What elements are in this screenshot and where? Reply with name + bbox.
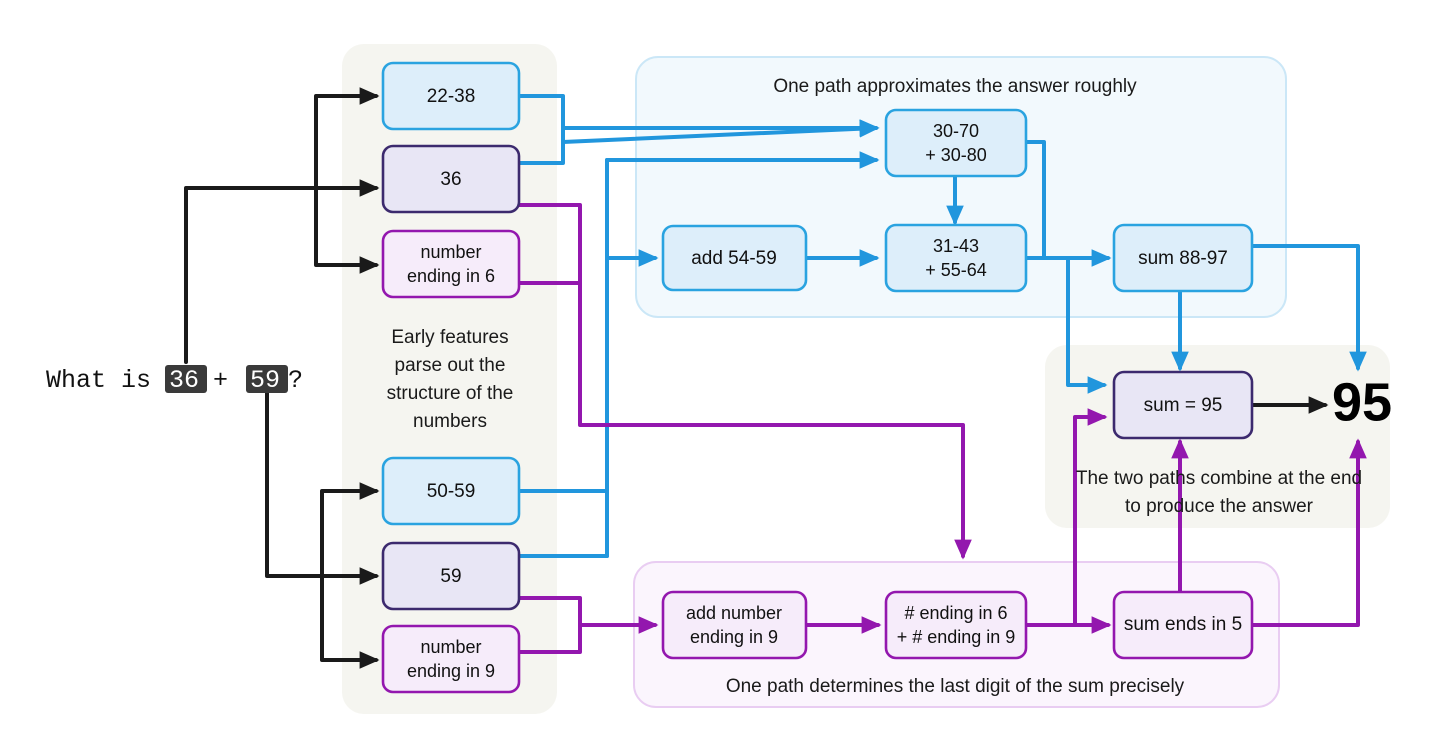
edge-59-to-50-59 (320, 482, 380, 578)
prompt-token-b: 59 (250, 366, 280, 395)
prompt-prefix: What is (46, 366, 151, 395)
node-feature-50-59[interactable]: 50-59 (381, 456, 521, 526)
prompt-token-a-highlight (165, 365, 207, 393)
edge-blue-branch-to-sum-95 (1066, 256, 1108, 394)
edge-purple-branch-to-sum-95 (1073, 408, 1108, 627)
node-label: 36 (440, 169, 461, 190)
edge-36-trunk (184, 186, 318, 364)
edge-36feature-to-merge (517, 140, 565, 165)
edge-59-trunk (265, 390, 324, 578)
node-sum-ends-in-5[interactable]: sum ends in 5 (1112, 590, 1254, 660)
node-feature-22-38[interactable]: 22-38 (381, 61, 521, 131)
node-range-30-70-plus-30-80[interactable]: 30-70 + 30-80 (884, 108, 1028, 178)
node-label-line1: add number (686, 603, 782, 623)
node-label-line2: + 30-80 (925, 145, 987, 165)
edge-end9-purple (517, 623, 582, 654)
node-end6-plus-end9[interactable]: # ending in 6 + # ending in 9 (884, 590, 1028, 660)
node-label-line1: # ending in 6 (904, 603, 1007, 623)
node-label: add 54-59 (691, 248, 777, 269)
node-label: sum 88-97 (1138, 248, 1228, 269)
node-sum-88-97[interactable]: sum 88-97 (1112, 223, 1254, 293)
node-label-line2: + 55-64 (925, 260, 987, 280)
node-feature-number-ending-in-9[interactable]: number ending in 9 (381, 624, 521, 694)
prompt-text: What is 36 + 59 ? (46, 365, 303, 395)
node-label-line2: ending in 9 (690, 627, 778, 647)
node-add-number-ending-in-9[interactable]: add number ending in 9 (661, 590, 808, 660)
node-label: 50-59 (427, 481, 476, 502)
node-label-line2: + # ending in 9 (897, 627, 1016, 647)
edge-purple-merge-down (578, 250, 972, 560)
node-label-line2: ending in 6 (407, 266, 495, 286)
node-label: sum = 95 (1144, 395, 1223, 416)
node-label-line1: 30-70 (933, 121, 979, 141)
edge-36-to-22-38 (314, 87, 380, 190)
edge-range-30-70-to-sum-88-97 (1024, 140, 1046, 260)
caption-early-features-line3: structure of the (387, 383, 514, 404)
caption-blue-panel: One path approximates the answer roughly (773, 76, 1137, 97)
edge-sum-ends-5-to-answer (1250, 438, 1367, 627)
caption-early-features-line2: parse out the (395, 355, 506, 376)
node-label: 22-38 (427, 86, 476, 107)
node-feature-36[interactable]: 36 (381, 144, 521, 214)
edge-merge-to-range-30-70 (561, 119, 880, 144)
edge-36feature-purple (517, 203, 582, 254)
caption-combine-line2: to produce the answer (1125, 496, 1314, 517)
caption-purple-panel: One path determines the last digit of th… (726, 676, 1185, 697)
edge-36-to-end6 (314, 186, 380, 274)
final-answer: 95 (1332, 372, 1392, 432)
node-label-line1: number (420, 637, 481, 657)
prompt-middle: + (213, 366, 228, 395)
prompt-suffix: ? (288, 366, 303, 395)
node-label-line1: 31-43 (933, 236, 979, 256)
node-label: sum ends in 5 (1124, 614, 1242, 635)
prompt-token-b-highlight (246, 365, 288, 393)
edge-sum-88-97-to-answer (1250, 244, 1367, 372)
panel-early-features (342, 44, 557, 714)
caption-combine-line1: The two paths combine at the end (1076, 468, 1362, 489)
prompt-token-a: 36 (169, 366, 199, 395)
edge-59-to-end9 (320, 574, 380, 669)
node-label-line2: ending in 9 (407, 661, 495, 681)
node-add-54-59[interactable]: add 54-59 (661, 224, 808, 292)
node-sum-equals-95[interactable]: sum = 95 (1112, 370, 1254, 440)
node-label: 59 (440, 566, 461, 587)
node-feature-number-ending-in-6[interactable]: number ending in 6 (381, 229, 521, 299)
node-feature-59[interactable]: 59 (381, 541, 521, 611)
node-label-line1: number (420, 242, 481, 262)
edge-59feature-purple (517, 596, 582, 627)
caption-early-features-line4: numbers (413, 411, 487, 432)
caption-early-features-line1: Early features (391, 327, 508, 348)
node-range-31-43-plus-55-64[interactable]: 31-43 + 55-64 (884, 223, 1028, 293)
